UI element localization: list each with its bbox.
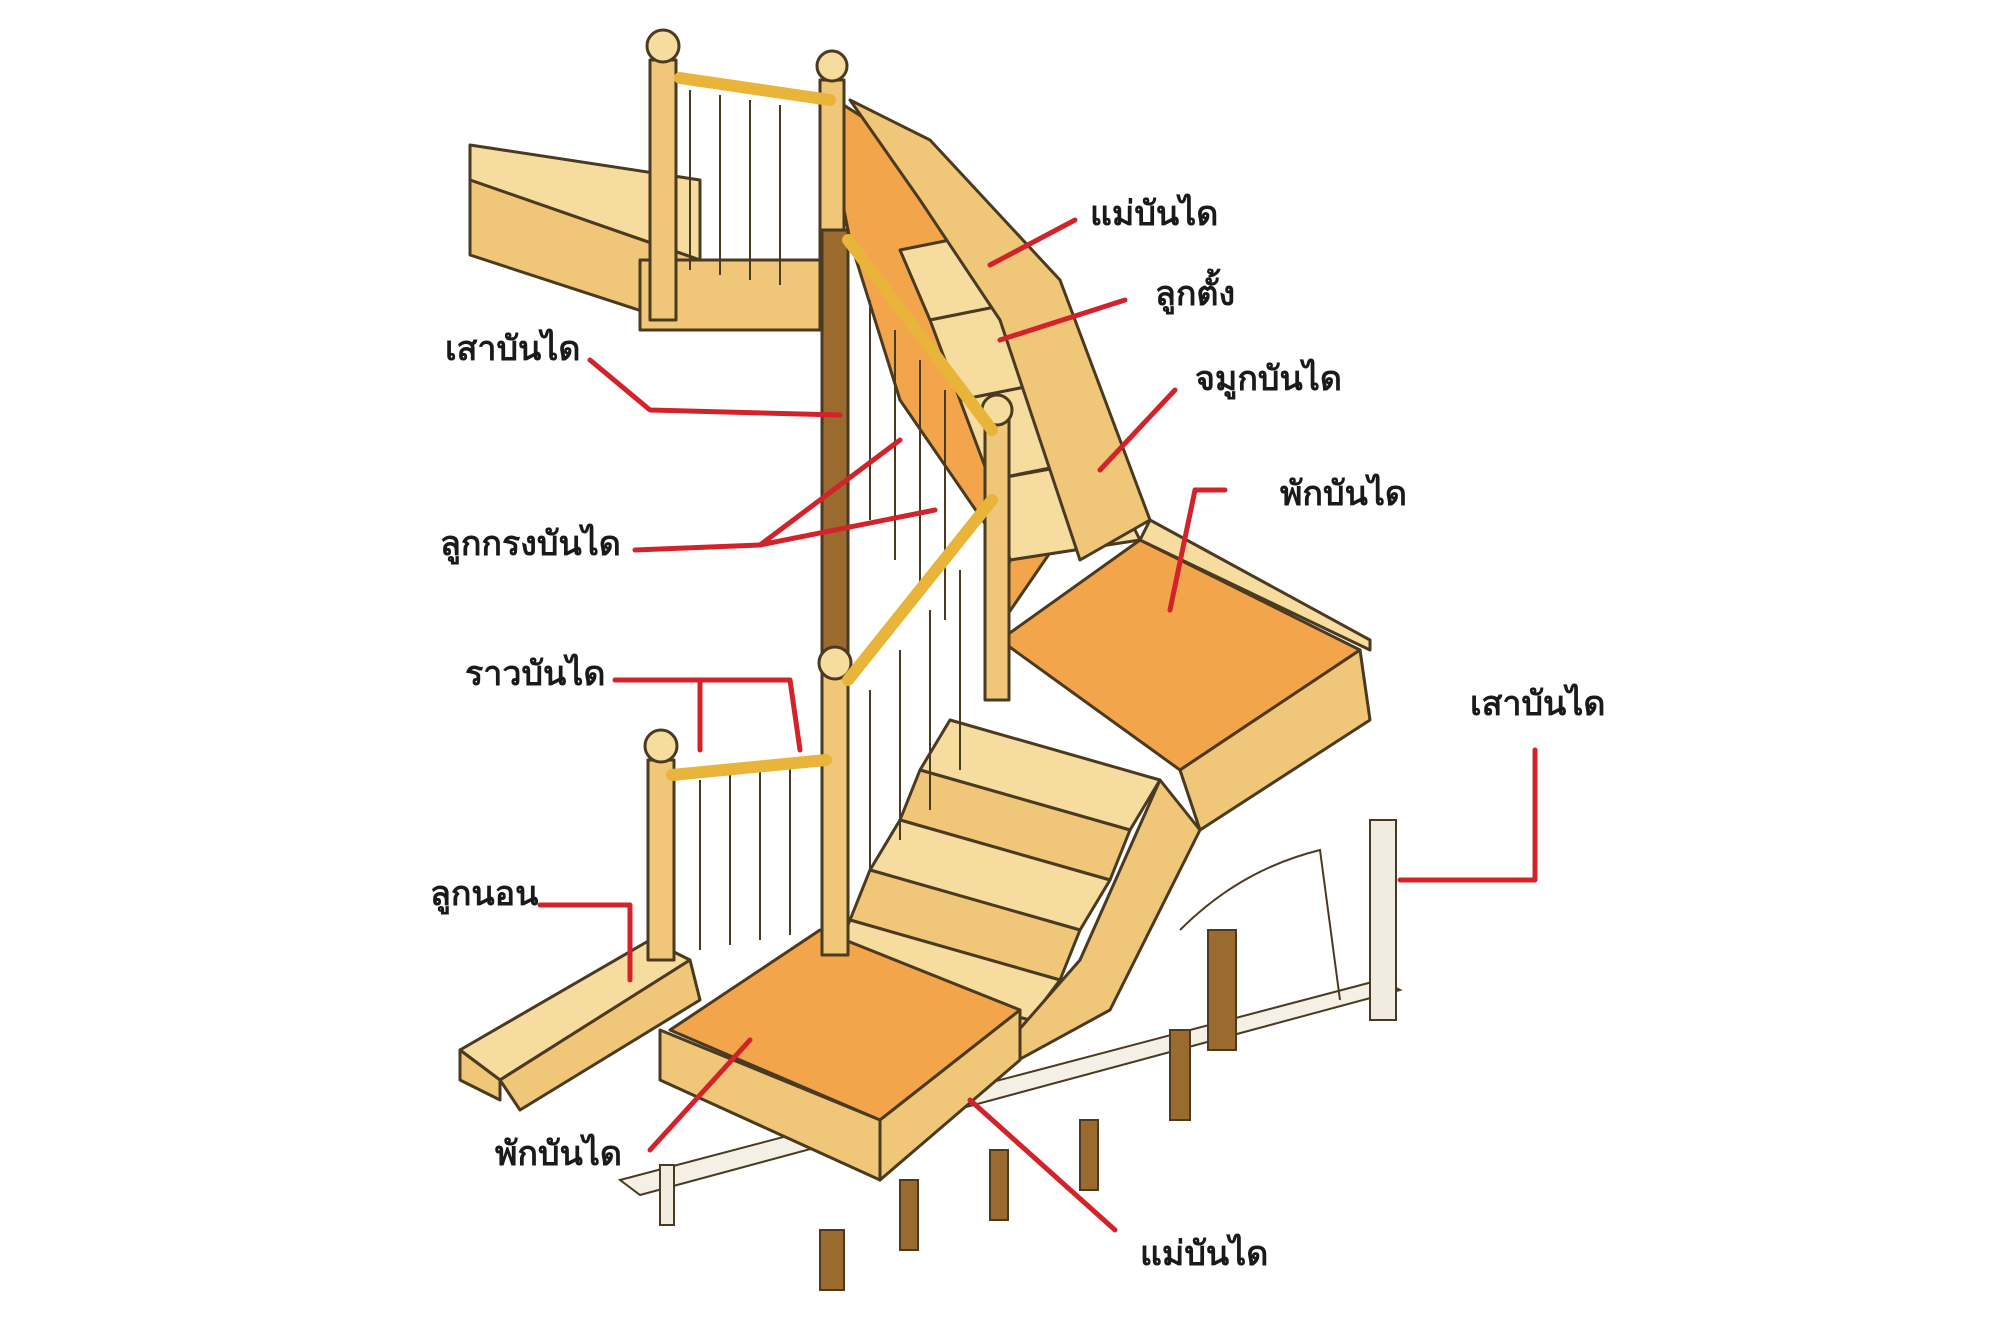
right-landing [998, 518, 1372, 832]
label-nosing: จมูกบันได [1195, 358, 1342, 400]
label-tread: ลูกนอน [430, 874, 538, 915]
label-baluster: ลูกกรงบันได [440, 523, 621, 565]
balusters [689, 90, 961, 950]
label-riser: ลูกตั้ง [1155, 268, 1235, 315]
part-labels: แม่บันได ลูกตั้ง จมูกบันได พักบันได เสาบ… [430, 193, 1605, 1274]
label-newel-left: เสาบันได [445, 328, 580, 369]
leader-lines [537, 217, 1538, 1233]
newel-posts [643, 28, 1014, 962]
label-landing-bottom: พักบันได [495, 1133, 622, 1174]
label-handrail: ราวบันได [465, 653, 605, 694]
label-stringer-bottom: แม่บันได [1140, 1233, 1268, 1274]
label-stringer-top: แม่บันได [1090, 193, 1218, 234]
upper-walkway [468, 143, 822, 332]
label-landing-right: พักบันได [1280, 473, 1407, 514]
handrails [666, 72, 998, 781]
label-newel-right: เสาบันได [1470, 683, 1605, 724]
bottom-landing [458, 928, 1022, 1182]
